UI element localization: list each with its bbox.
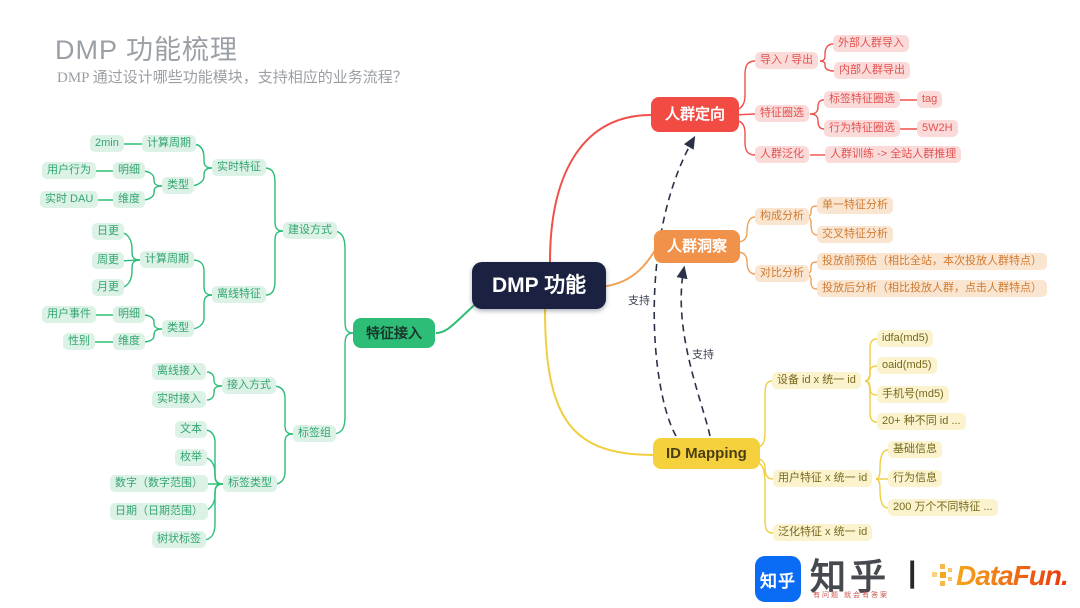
node-device-id: 设备 id x 统一 id bbox=[772, 372, 861, 389]
node-oaid: oaid(md5) bbox=[877, 357, 937, 374]
node-date-type: 日期（日期范围） bbox=[110, 503, 208, 520]
node-behavior-feature-select: 行为特征圈选 bbox=[824, 120, 900, 137]
node-off-detail: 明细 bbox=[113, 306, 145, 323]
node-feature-access: 特征接入 bbox=[353, 318, 435, 348]
node-composition: 构成分析 bbox=[755, 208, 809, 225]
node-idfa: idfa(md5) bbox=[877, 330, 934, 347]
node-off-dimension: 维度 bbox=[113, 333, 145, 350]
node-access-mode: 接入方式 bbox=[222, 377, 276, 394]
support-label-1: 支持 bbox=[628, 295, 650, 307]
node-tag-label: tag bbox=[917, 91, 943, 108]
node-many-features: 200 万个不同特征 ... bbox=[888, 499, 998, 516]
node-enum-type: 枚举 bbox=[175, 449, 207, 466]
node-off-user-event: 用户事件 bbox=[42, 306, 96, 323]
node-rt-user-behavior: 用户行为 bbox=[42, 162, 96, 179]
datafun-wordmark: DataFun. bbox=[956, 560, 1069, 591]
node-tree-tag: 树状标签 bbox=[152, 531, 206, 548]
node-import-export: 导入 / 导出 bbox=[755, 52, 819, 69]
node-rt-access: 实时接入 bbox=[152, 391, 206, 408]
node-int-export: 内部人群导出 bbox=[834, 62, 910, 79]
node-pre-launch: 投放前预估（相比全站，本次投放人群特点） bbox=[817, 253, 1047, 270]
node-off-weekly: 周更 bbox=[92, 252, 124, 269]
node-number-type: 数字（数字范围） bbox=[110, 475, 208, 492]
node-offline-feature: 离线特征 bbox=[212, 286, 266, 303]
node-general-feature: 泛化特征 x 统一 id bbox=[773, 524, 873, 541]
support-dashed-arrows bbox=[653, 135, 711, 437]
red-branch-lines bbox=[549, 43, 917, 263]
node-rt-calc-cycle: 计算周期 bbox=[142, 135, 196, 152]
logo-divider: | bbox=[908, 556, 917, 589]
node-off-calc-cycle: 计算周期 bbox=[140, 251, 194, 268]
node-feature-select: 特征圈选 bbox=[755, 105, 809, 122]
node-phone: 手机号(md5) bbox=[877, 386, 949, 403]
node-dmp-center: DMP 功能 bbox=[472, 262, 607, 309]
node-audience-general: 人群泛化 bbox=[755, 146, 809, 163]
zhihu-logo-icon: 知乎 bbox=[755, 556, 801, 602]
node-realtime-feature: 实时特征 bbox=[212, 159, 266, 176]
node-audience-target: 人群定向 bbox=[651, 97, 740, 132]
node-basic-info: 基础信息 bbox=[888, 441, 942, 458]
node-off-access: 离线接入 bbox=[152, 363, 206, 380]
orange-branch-lines bbox=[599, 205, 818, 290]
node-tag-type: 标签类型 bbox=[223, 475, 277, 492]
node-user-feature: 用户特征 x 统一 id bbox=[773, 470, 873, 487]
node-rt-type: 类型 bbox=[162, 177, 194, 194]
node-tag-group: 标签组 bbox=[293, 425, 336, 442]
datafun-dot-matrix-icon bbox=[932, 562, 954, 588]
node-single-feature: 单一特征分析 bbox=[817, 197, 893, 214]
node-rt-detail: 明细 bbox=[113, 162, 145, 179]
node-off-daily: 日更 bbox=[92, 223, 124, 240]
node-audience-insight: 人群洞察 bbox=[654, 230, 741, 263]
page-title: DMP 功能梳理 bbox=[55, 35, 239, 65]
node-id-mapping: ID Mapping bbox=[653, 438, 760, 469]
node-tag-feature-select: 标签特征圈选 bbox=[824, 91, 900, 108]
node-behavior-info: 行为信息 bbox=[888, 470, 942, 487]
node-off-gender: 性别 bbox=[63, 333, 95, 350]
node-rt-2min: 2min bbox=[90, 135, 124, 152]
node-train-infer: 人群训练 -> 全站人群推理 bbox=[825, 146, 962, 163]
node-5w2h: 5W2H bbox=[917, 120, 958, 137]
node-post-launch: 投放后分析（相比投放人群，点击人群特点） bbox=[817, 280, 1047, 297]
node-text-type: 文本 bbox=[175, 421, 207, 438]
node-ext-import: 外部人群导入 bbox=[833, 35, 909, 52]
node-build-mode: 建设方式 bbox=[283, 222, 337, 239]
node-comparison: 对比分析 bbox=[755, 265, 809, 282]
node-rt-dimension: 维度 bbox=[113, 191, 145, 208]
zhihu-tagline: 有问题 就会有答案 bbox=[813, 592, 889, 599]
node-more-ids: 20+ 种不同 id ... bbox=[877, 413, 966, 430]
page-subtitle: DMP 通过设计哪些功能模块，支持相应的业务流程？ bbox=[57, 70, 408, 86]
yellow-branch-lines bbox=[544, 308, 889, 534]
node-cross-feature: 交叉特征分析 bbox=[817, 226, 893, 243]
node-off-monthly: 月更 bbox=[92, 279, 124, 296]
zhihu-wordmark: 知乎 bbox=[810, 556, 891, 597]
node-rt-dau: 实时 DAU bbox=[40, 191, 99, 208]
node-off-type: 类型 bbox=[162, 320, 194, 337]
support-label-2: 支持 bbox=[692, 349, 714, 361]
